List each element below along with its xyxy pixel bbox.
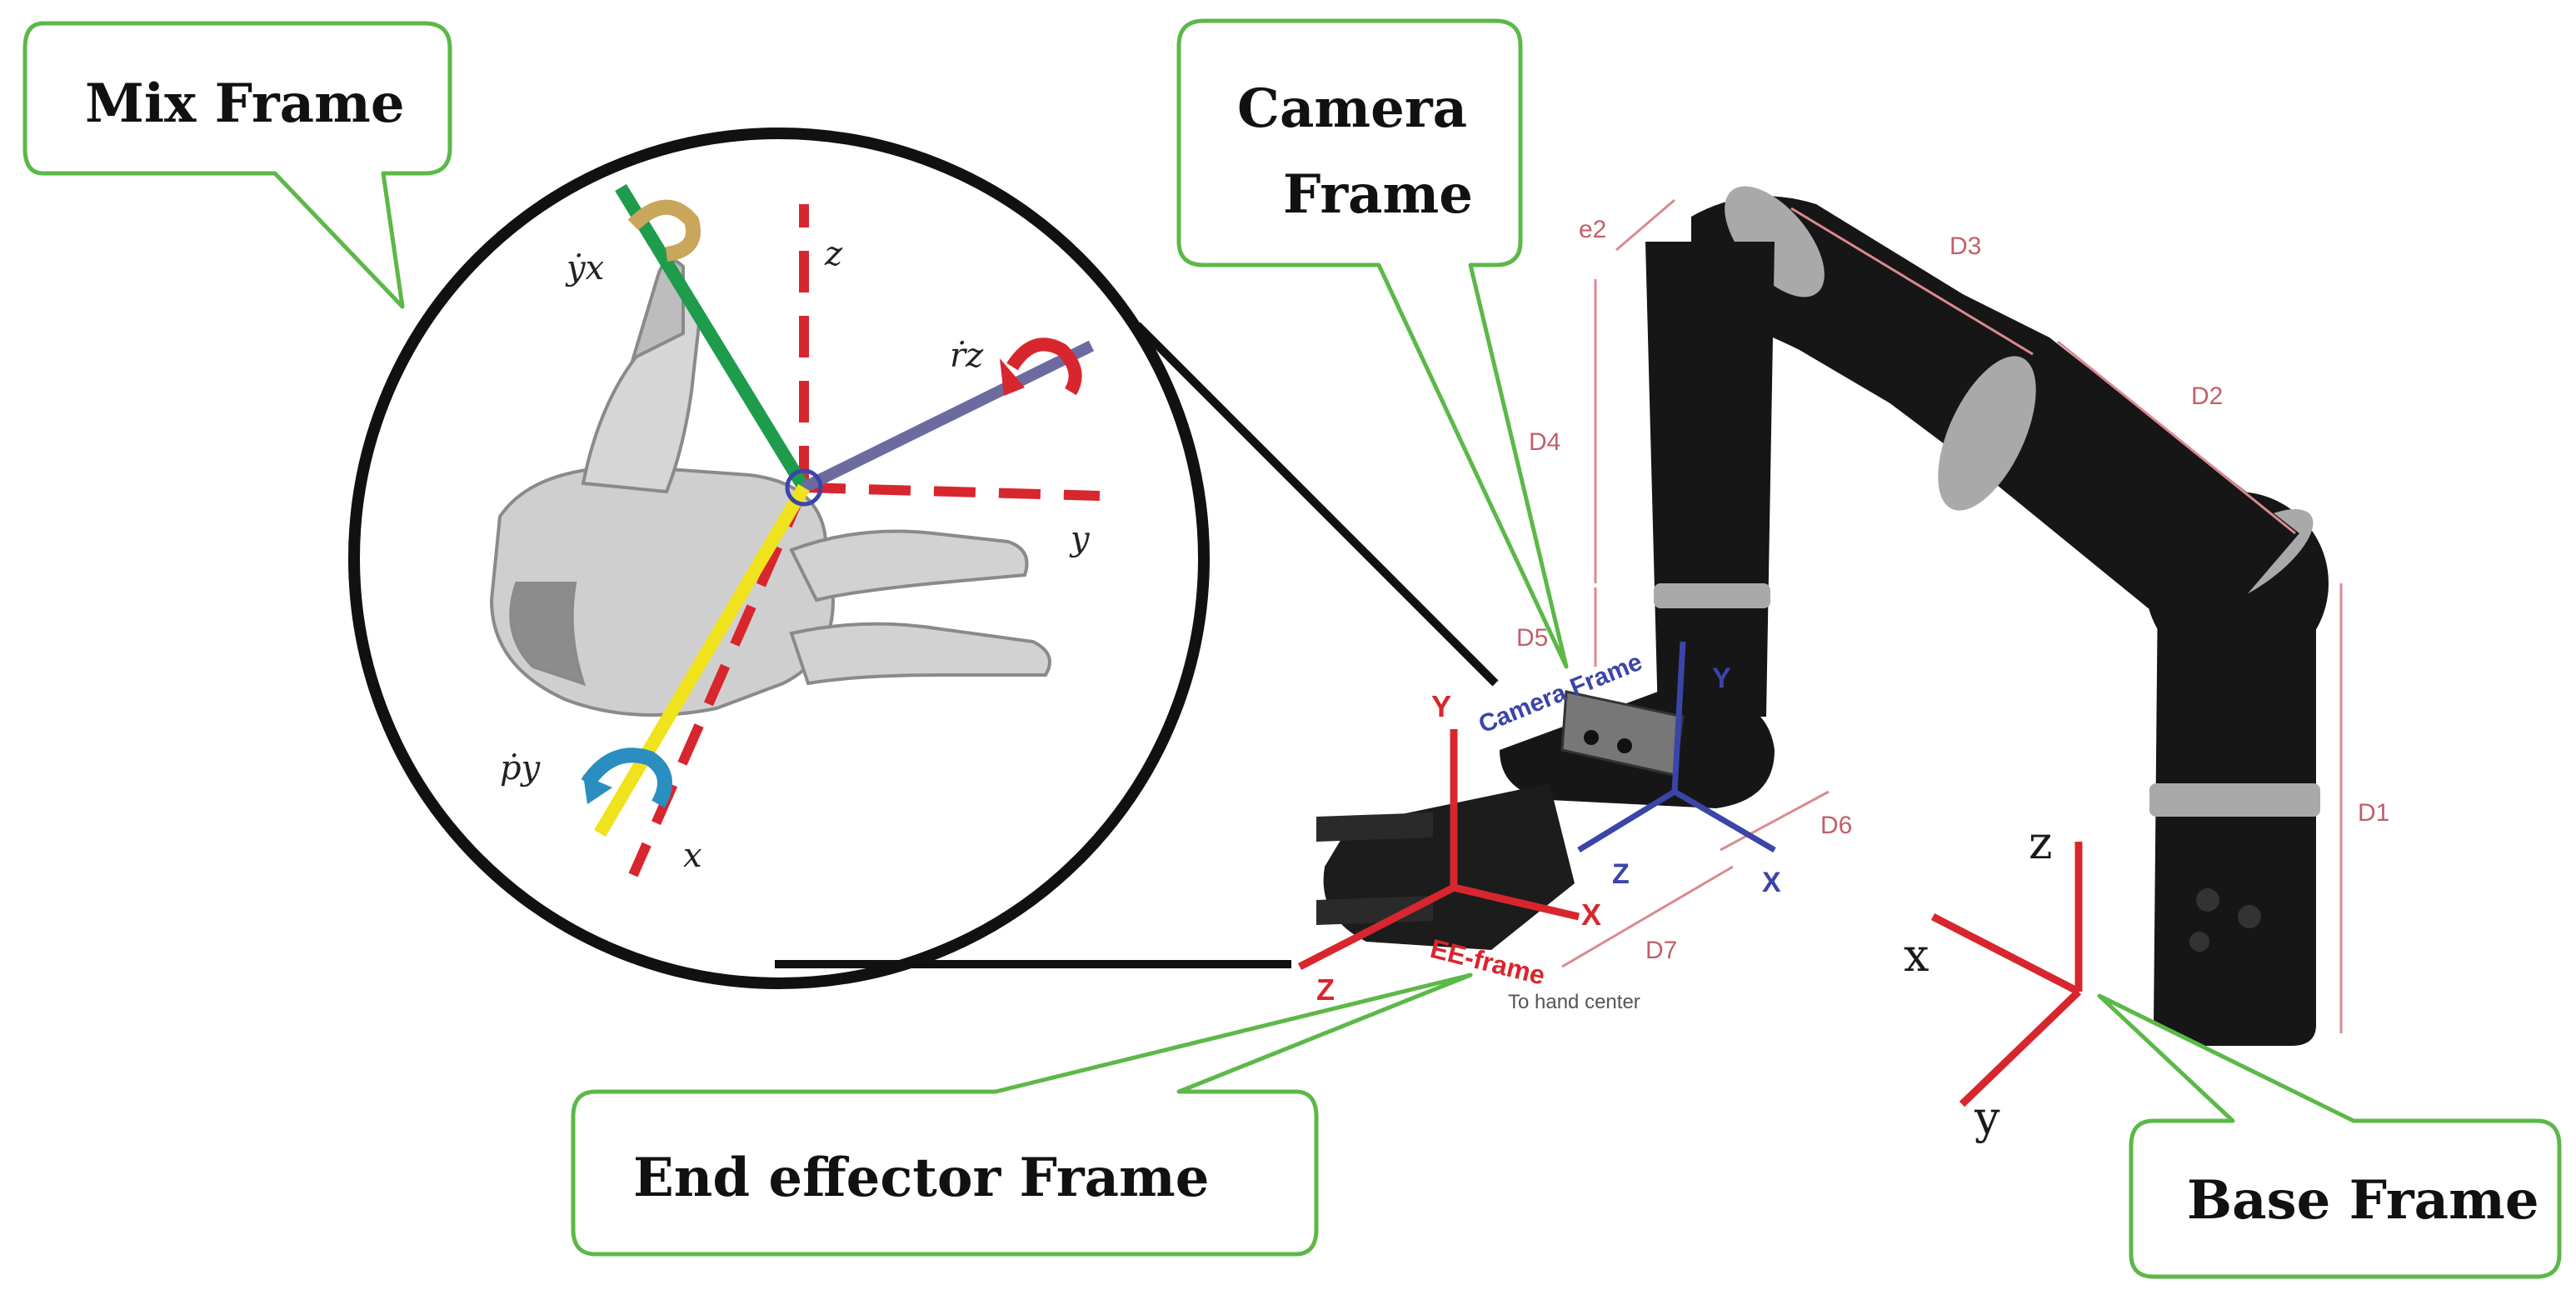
mix-yx-axis: [615, 183, 810, 492]
callout-mix-frame-text: Mix Frame: [85, 72, 405, 135]
callout-camera-frame: Camera Frame: [1176, 18, 1569, 669]
mix-x-axis: [628, 485, 809, 878]
rotation-arrow-rz-icon: [1006, 338, 1082, 396]
arm-ring-elbow: [1938, 356, 2036, 511]
callout-mix-frame-bubble: [22, 21, 452, 309]
mix-y-label: y: [1069, 520, 1091, 558]
rotation-arrow-py-icon: [581, 748, 672, 808]
to-hand-center-label: To hand center: [1508, 991, 1640, 1013]
callout-base-frame: Base Frame: [2097, 993, 2562, 1279]
callout-base-frame-bubble: [2097, 993, 2562, 1279]
rotation-arrow-yx-icon: [627, 199, 701, 262]
base-port-icon: [2196, 888, 2219, 912]
ee-x-axis: [1452, 883, 1580, 921]
base-x-axis: [1930, 912, 2081, 996]
dim-d3-line: [1790, 207, 2034, 356]
mix-yx-label: ẏx: [565, 249, 604, 288]
arm-finger-upper: [1316, 812, 1433, 842]
mix-rz-axis: [801, 340, 1095, 493]
base-y-label: y: [1974, 1092, 2000, 1144]
camera-lens-icon: [1617, 738, 1632, 753]
camera-z-label: Z: [1612, 858, 1630, 890]
base-y-axis: [1959, 988, 2082, 1108]
camera-x-axis: [1673, 788, 1776, 853]
callout-end-effector-text: End effector Frame: [633, 1147, 1209, 1209]
rotation-arrow-py-head-icon: [583, 775, 612, 804]
base-port-icon: [2189, 932, 2209, 952]
dim-d7-label: D7: [1645, 937, 1677, 964]
dim-d2-line: [2057, 340, 2296, 535]
mix-y-axis: [803, 482, 1101, 501]
dim-d6-line: [1720, 790, 1830, 852]
camera-lens-icon: [1584, 730, 1599, 745]
mix-z-label: z: [824, 235, 843, 273]
dim-d7-line: [1561, 865, 1734, 968]
mix-x-label: x: [683, 837, 702, 875]
arm-wrist-column: [1645, 242, 1775, 717]
base-x-label: x: [1904, 929, 1929, 982]
arm-finger-lower: [1316, 896, 1433, 925]
dim-d5-label: D5: [1516, 624, 1548, 652]
dim-d1-label: D1: [2358, 799, 2389, 827]
callout-camera-frame-text-1: Camera: [1237, 78, 1467, 140]
arm-upper-link: [1875, 275, 2299, 650]
ee-x-label: X: [1581, 898, 1601, 932]
ee-z-axis: [1297, 883, 1456, 971]
base-z-label: z: [2029, 817, 2052, 869]
callout-base-frame-text: Base Frame: [2187, 1169, 2539, 1232]
mix-py-label: ṗy: [500, 749, 542, 788]
ee-z-label: Z: [1316, 972, 1335, 1007]
magnifier-connector-upper: [1134, 322, 1499, 687]
callout-camera-frame-text-2: Frame: [1283, 163, 1473, 226]
camera-y-axis: [1671, 641, 1686, 792]
ee-y-label: Y: [1431, 689, 1451, 723]
robot-arm: [1316, 186, 2329, 1046]
camera-y-label: Y: [1712, 662, 1731, 694]
hand-illustration: [489, 258, 1051, 717]
camera-x-label: X: [1762, 867, 1781, 898]
dim-d4-label: D4: [1529, 428, 1560, 456]
arm-dimensions: [1561, 198, 2343, 1033]
callout-end-effector-bubble: [571, 972, 1473, 1257]
callout-mix-frame: Mix Frame: [22, 21, 452, 309]
arm-ring-wrist: [1654, 583, 1770, 608]
base-port-icon: [2238, 905, 2261, 928]
dim-e2-line: [1615, 198, 1675, 252]
mix-frame-detail: z y x ẏx ṙz ṗy: [348, 128, 1499, 989]
base-frame-axes: [1930, 842, 2083, 1108]
dim-e2-label: e2: [1579, 216, 1606, 243]
callout-camera-frame-bubble: [1176, 18, 1569, 669]
callout-end-effector-frame: End effector Frame: [571, 972, 1473, 1257]
dim-d6-label: D6: [1820, 812, 1852, 839]
rotation-arrow-rz-head-icon: [1000, 358, 1025, 396]
dim-d2-label: D2: [2191, 382, 2223, 410]
mix-py-axis: [594, 483, 810, 838]
arm-ring-base: [2149, 783, 2320, 817]
mix-origin: [785, 468, 823, 507]
camera-frame-axes: [1577, 641, 1776, 853]
camera-z-axis: [1577, 789, 1676, 852]
ee-frame-axes: [1297, 729, 1580, 971]
mix-rz-label: ṙz: [950, 337, 984, 375]
arm-hand: [1323, 783, 1575, 950]
dim-d3-label: D3: [1949, 232, 1981, 260]
